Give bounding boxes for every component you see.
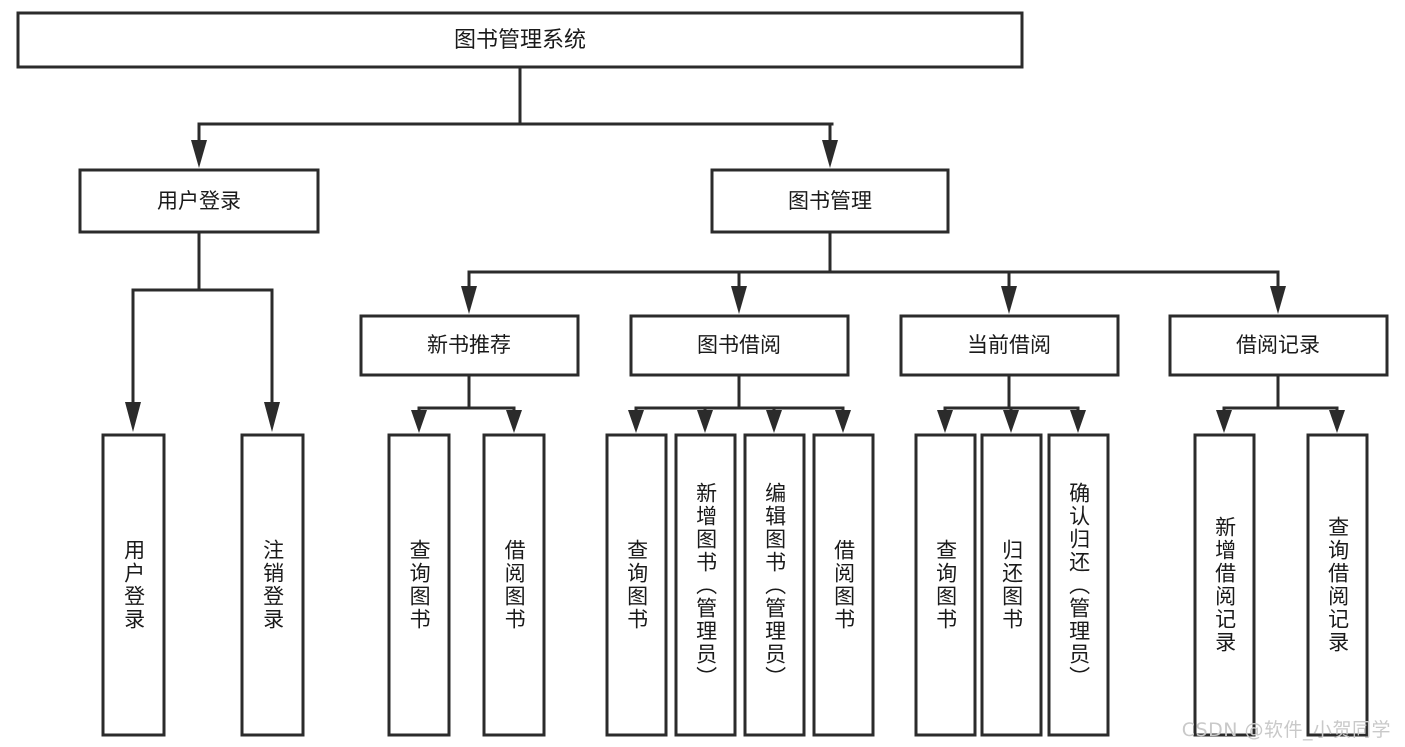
arrow-head-new-book — [461, 286, 477, 314]
node-box-leaf-add-record[interactable] — [1193, 433, 1256, 737]
arrow-head-leaf-query-book-2 — [628, 410, 644, 433]
arrow-head-leaf-borrow-book-2 — [835, 410, 851, 433]
connector-group-book-manage-to-level3 — [461, 230, 1286, 314]
connector-group-book-borrow-to-leaves — [628, 373, 851, 433]
node-box-user-login[interactable] — [78, 168, 320, 234]
node-box-leaf-logout[interactable] — [240, 433, 305, 737]
node-box-leaf-user-login[interactable] — [101, 433, 166, 737]
node-label-book-manage: 图书管理 — [788, 189, 872, 213]
connector-group-user-login-to-leaves — [125, 230, 280, 432]
node-box-leaf-query-book-2[interactable] — [605, 433, 668, 737]
node-box-leaf-confirm-return[interactable] — [1047, 433, 1110, 737]
node-box-borrow-record[interactable] — [1168, 314, 1389, 377]
arrow-head-leaf-borrow-book-1 — [506, 410, 522, 433]
connector-group-current-borrow-to-leaves — [937, 373, 1086, 433]
arrow-head-leaf-logout — [264, 402, 280, 432]
connector-group-new-book-to-leaves — [411, 373, 522, 433]
node-box-root[interactable] — [16, 11, 1024, 69]
node-box-leaf-query-book-1[interactable] — [387, 433, 451, 737]
arrow-head-book-manage — [822, 140, 838, 168]
node-box-leaf-edit-book[interactable] — [743, 433, 806, 737]
node-box-leaf-return-book[interactable] — [980, 433, 1043, 737]
arrow-head-leaf-confirm-return — [1070, 410, 1086, 433]
csdn-watermark: CSDN @软件_小贺同学 — [1181, 719, 1391, 741]
arrow-head-user-login — [191, 140, 207, 168]
arrow-head-leaf-add-book — [697, 410, 713, 433]
node-box-leaf-query-book-3[interactable] — [914, 433, 977, 737]
node-box-leaf-query-record[interactable] — [1306, 433, 1369, 737]
node-box-book-borrow[interactable] — [629, 314, 850, 377]
node-label-borrow-record: 借阅记录 — [1236, 333, 1320, 357]
arrow-head-current-borrow — [1001, 286, 1017, 314]
arrow-head-leaf-add-record — [1216, 410, 1232, 433]
node-label-root: 图书管理系统 — [454, 28, 586, 53]
node-label-new-book-recommend: 新书推荐 — [427, 333, 511, 357]
arrow-head-leaf-query-book-1 — [411, 410, 427, 433]
arrow-head-leaf-query-record — [1329, 410, 1345, 433]
node-label-current-borrow: 当前借阅 — [967, 333, 1051, 357]
node-box-current-borrow[interactable] — [899, 314, 1120, 377]
arrow-head-leaf-edit-book — [766, 410, 782, 433]
node-box-leaf-borrow-book-1[interactable] — [482, 433, 546, 737]
node-label-user-login: 用户登录 — [157, 189, 241, 213]
node-box-new-book-recommend[interactable] — [359, 314, 580, 377]
arrow-head-leaf-user-login — [125, 402, 141, 432]
arrow-head-borrow-record — [1270, 286, 1286, 314]
arrow-head-book-borrow — [731, 286, 747, 314]
node-box-leaf-add-book[interactable] — [674, 433, 737, 737]
connector-group-borrow-record-to-leaves — [1216, 373, 1345, 433]
connector-group-root-to-level2 — [191, 65, 838, 168]
node-box-book-manage[interactable] — [710, 168, 950, 234]
arrow-head-leaf-query-book-3 — [937, 410, 953, 433]
node-label-book-borrow: 图书借阅 — [697, 333, 781, 357]
node-box-leaf-borrow-book-2[interactable] — [812, 433, 875, 737]
arrow-head-leaf-return-book — [1003, 410, 1019, 433]
